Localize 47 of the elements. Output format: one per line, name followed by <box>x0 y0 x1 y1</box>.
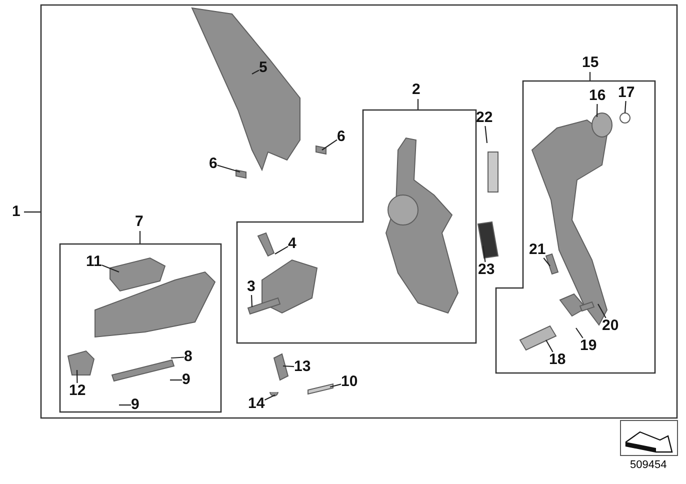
callout-number: 18 <box>549 352 566 368</box>
leader-line <box>330 384 342 388</box>
leader-line <box>484 126 488 144</box>
leader-line <box>482 246 486 262</box>
callout-number: 5 <box>259 60 268 76</box>
leader-line <box>170 356 184 359</box>
leader-line <box>546 340 554 352</box>
callout-number: 1 <box>12 204 20 220</box>
leader-line <box>264 394 276 400</box>
leader-line <box>119 404 131 406</box>
leader-line <box>624 100 626 114</box>
callout-number: 15 <box>582 55 599 71</box>
callout-number: 20 <box>602 318 619 334</box>
callout-number: 2 <box>412 82 420 98</box>
callout-number: 9 <box>182 372 190 388</box>
leader-line <box>250 294 253 308</box>
leader-line <box>596 104 598 117</box>
callout-number: 22 <box>476 110 493 126</box>
leader-line <box>252 70 260 74</box>
callout-number: 10 <box>341 374 358 390</box>
leader-line <box>217 164 240 173</box>
callout-number: 11 <box>86 254 102 270</box>
leader-line <box>576 328 584 338</box>
callout-number: 4 <box>288 236 296 252</box>
callout-number: 13 <box>294 359 311 375</box>
callout-number: 17 <box>618 85 635 101</box>
leader-line <box>543 258 550 266</box>
callout-number: 6 <box>337 129 346 145</box>
callout-number: 19 <box>580 338 597 354</box>
drawing-number: 509454 <box>630 459 667 471</box>
callout-number: 23 <box>478 262 495 278</box>
leader-line <box>274 246 288 254</box>
leader-line <box>322 139 338 150</box>
leader-line <box>282 365 294 368</box>
callout-number: 3 <box>247 279 256 295</box>
callout-number: 21 <box>529 242 546 258</box>
callout-number: 12 <box>69 383 86 399</box>
leader-line <box>102 264 120 273</box>
callout-number: 14 <box>248 396 265 412</box>
leader-line <box>76 370 78 383</box>
callout-number: 9 <box>131 397 140 413</box>
callout-number: 16 <box>589 88 606 104</box>
callout-number: 6 <box>209 156 218 172</box>
leader-line <box>170 379 182 381</box>
leader-line <box>598 304 606 318</box>
callout-number: 7 <box>135 214 144 230</box>
callout-number: 8 <box>184 349 192 365</box>
